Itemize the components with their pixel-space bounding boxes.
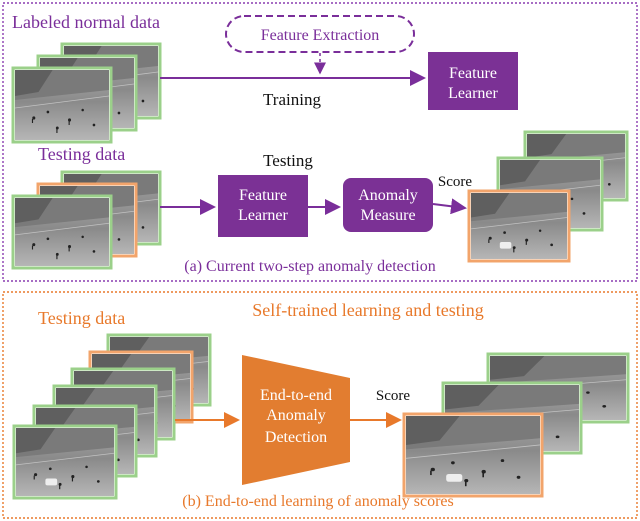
video-frame <box>12 424 118 500</box>
panel-b-border <box>2 291 638 519</box>
video-frame <box>11 66 113 144</box>
detector-line3: Detection <box>265 429 327 446</box>
testing-frames-stack-a <box>11 170 162 270</box>
anomaly-measure-box <box>343 178 433 232</box>
scored-frames-stack-b <box>402 352 630 498</box>
feature-learner-top-box <box>428 52 518 110</box>
scored-frames-stack-a <box>467 130 629 263</box>
feature-extraction-label: Feature Extraction <box>261 27 380 44</box>
testing-frames-stack-b <box>12 333 212 500</box>
video-frame <box>467 189 571 263</box>
feature-learner-top-line1: Feature <box>449 65 497 82</box>
score-label-b: Score <box>376 388 410 404</box>
testing-label: Testing <box>263 151 313 170</box>
caption-b: (b) End-to-end learning of anomaly score… <box>182 493 453 510</box>
training-label: Training <box>263 90 321 109</box>
feature-learner-mid-line2: Learner <box>238 207 288 224</box>
labeled-normal-data-label: Labeled normal data <box>12 12 160 32</box>
panel-a-border <box>2 2 638 282</box>
testing-data-label-a: Testing data <box>38 144 125 164</box>
end-to-end-detector-box <box>242 355 350 485</box>
anomaly-measure-line2: Measure <box>360 207 415 224</box>
detector-line1: End-to-end <box>260 387 332 404</box>
anomaly-measure-line1: Anomaly <box>358 187 418 204</box>
feature-extraction-box <box>225 15 415 53</box>
caption-a: (a) Current two-step anomaly detection <box>184 258 435 275</box>
panel-b-title: Self-trained learning and testing <box>252 300 483 320</box>
feature-learner-mid-line1: Feature <box>239 187 287 204</box>
video-frame <box>11 194 113 270</box>
score-label-a: Score <box>438 174 472 190</box>
testing-data-label-b: Testing data <box>38 308 125 328</box>
video-frame <box>402 412 544 498</box>
feature-learner-top-line2: Learner <box>448 85 498 102</box>
labeled-frames-stack <box>11 42 162 144</box>
score-arrow-a <box>432 198 467 215</box>
detector-line2: Anomaly <box>266 407 326 424</box>
feature-learner-mid-box <box>218 175 308 237</box>
